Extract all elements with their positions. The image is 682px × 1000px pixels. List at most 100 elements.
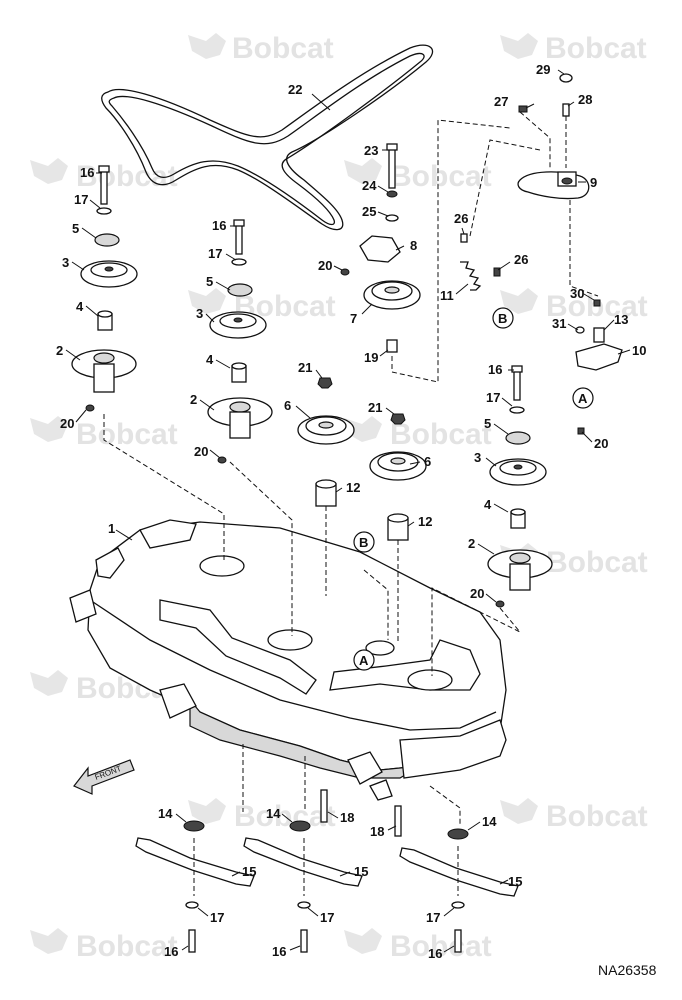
middle-spindle-stack	[207, 219, 273, 464]
idler-arm-assembly	[460, 73, 623, 435]
callout-12: 12	[418, 514, 432, 529]
callout-16: 16	[212, 218, 226, 233]
bolt-16-middle	[235, 223, 243, 255]
callout-5: 5	[206, 274, 213, 289]
bolt-23	[388, 147, 396, 189]
callout-17: 17	[486, 390, 500, 405]
callout-25: 25	[362, 204, 376, 219]
callout-20: 20	[470, 586, 484, 601]
blade-assembly-left	[135, 820, 255, 953]
left-spindle-stack	[71, 165, 138, 412]
bolt-18-left	[320, 789, 328, 823]
callout-4: 4	[206, 352, 214, 367]
callout-26: 26	[454, 211, 468, 226]
blade-assembly-middle	[243, 789, 363, 953]
bushing-13	[593, 327, 605, 343]
callout-23: 23	[364, 143, 378, 158]
svg-text:B: B	[359, 535, 368, 550]
washer-25	[385, 214, 399, 222]
front-direction-arrow: FRONT	[73, 759, 135, 795]
callout-18: 18	[340, 810, 354, 825]
right-spindle-stack	[487, 365, 553, 608]
callout-4: 4	[76, 299, 84, 314]
callout-20: 20	[194, 444, 208, 459]
washer-17-left	[96, 207, 112, 215]
callout-17: 17	[320, 910, 334, 925]
callout-17: 17	[208, 246, 222, 261]
callout-14: 14	[158, 806, 173, 821]
bobcat-logo-icon	[344, 158, 382, 184]
watermark-text: Bobcat	[76, 418, 178, 451]
washer-24	[386, 190, 398, 198]
callout-22: 22	[288, 82, 302, 97]
nut-27	[518, 105, 528, 113]
watermark-text: Bobcat	[390, 418, 492, 451]
svg-text:A: A	[359, 653, 369, 668]
svg-text:B: B	[498, 311, 507, 326]
idler-pulley-group-right	[369, 413, 427, 541]
callout-14: 14	[266, 806, 281, 821]
callout-11: 11	[440, 288, 454, 303]
watermark-15: Bobcat	[30, 928, 178, 963]
bearing-5-left	[94, 233, 120, 247]
watermark-4: Bobcat	[344, 158, 492, 193]
plate-10	[575, 343, 623, 371]
bearing-5-middle	[227, 283, 253, 297]
svg-text:A: A	[578, 391, 588, 406]
callout-6: 6	[424, 454, 431, 469]
watermark-text: Bobcat	[390, 160, 492, 193]
callout-30: 30	[570, 286, 584, 301]
bushing-26-lower	[493, 267, 501, 277]
drive-belt	[101, 44, 434, 231]
washer-17-middle	[231, 258, 247, 266]
bolt-16-left	[100, 169, 108, 205]
callout-15: 15	[242, 864, 256, 879]
bobcat-logo-icon	[30, 158, 68, 184]
bobcat-logo-icon	[344, 416, 382, 442]
callout-31: 31	[552, 316, 566, 331]
callout-16: 16	[164, 944, 178, 959]
callout-9: 9	[590, 175, 597, 190]
callout-12: 12	[346, 480, 360, 495]
callout-2: 2	[56, 343, 63, 358]
callout-16: 16	[272, 944, 286, 959]
bolt-18-right	[394, 805, 402, 837]
callout-7: 7	[350, 311, 357, 326]
watermark-text: Bobcat	[232, 32, 334, 65]
callout-14: 14	[482, 814, 497, 829]
callout-6: 6	[284, 398, 291, 413]
callout-24: 24	[362, 178, 377, 193]
bearing-14-right	[447, 828, 469, 840]
watermark-text: Bobcat	[390, 930, 492, 963]
bobcat-logo-icon	[500, 33, 538, 59]
nut-30	[593, 299, 601, 307]
watermark-2: Bobcat	[500, 32, 647, 65]
washer-17-blade-middle	[297, 901, 311, 909]
washer-17-blade-right	[451, 901, 465, 909]
bobcat-logo-icon	[188, 33, 226, 59]
cap-29	[559, 73, 573, 83]
nut-20-right	[495, 600, 505, 608]
bobcat-logo-icon	[188, 798, 226, 824]
mower-deck-1	[69, 519, 507, 801]
callout-21: 21	[298, 360, 312, 375]
watermark-16: Bobcat	[344, 928, 492, 963]
tensioner-assembly	[340, 143, 421, 353]
callout-8: 8	[410, 238, 417, 253]
watermark-1: Bobcat	[188, 32, 334, 65]
idler-pulley-group-left	[297, 377, 355, 507]
callout-15: 15	[508, 874, 522, 889]
bobcat-logo-icon	[188, 288, 226, 314]
watermark-text: Bobcat	[546, 546, 648, 579]
reference-marker-a-upper: A	[572, 387, 594, 409]
bobcat-logo-icon	[30, 670, 68, 696]
callout-16: 16	[428, 946, 442, 961]
bolt-31	[575, 326, 585, 334]
callout-15: 15	[354, 864, 368, 879]
idler-arm-9	[517, 171, 590, 200]
watermark-text: Bobcat	[76, 930, 178, 963]
callout-5: 5	[484, 416, 491, 431]
callout-leader-lines	[65, 69, 631, 953]
callout-13: 13	[614, 312, 628, 327]
callout-20: 20	[318, 258, 332, 273]
